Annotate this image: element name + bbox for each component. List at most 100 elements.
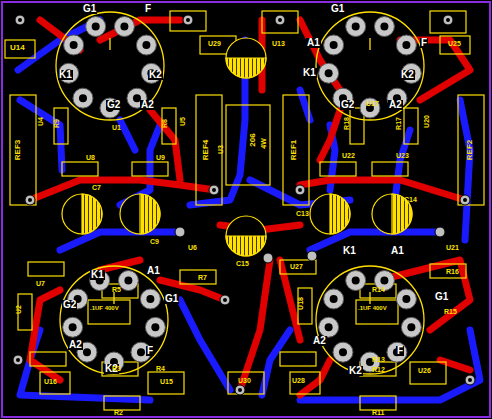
pin-name: G2 (340, 100, 355, 110)
socket-part (330, 41, 338, 49)
pin-name: K1 (90, 270, 105, 280)
pin-name: G1 (164, 294, 179, 304)
part-name: .1UF 400V (90, 305, 119, 311)
socket-part (56, 12, 164, 120)
socket-part (136, 35, 156, 55)
socket-part (380, 277, 388, 285)
socket-part (120, 23, 128, 31)
part-name: C15 (236, 260, 249, 267)
part-name: R18 (343, 117, 350, 130)
socket-part (114, 17, 134, 37)
socket-part (333, 342, 353, 362)
pin-name: F (396, 346, 404, 356)
part-name: R5 (112, 286, 121, 293)
pin-name: A2 (388, 100, 403, 110)
part-name: 4W (260, 138, 267, 149)
socket-part (316, 266, 424, 374)
socket-part (64, 35, 84, 55)
pin-name: A2 (68, 340, 83, 350)
socket-part (145, 317, 165, 337)
socket-part (319, 63, 339, 83)
part-name: C14 (404, 196, 417, 203)
part-name: C7 (92, 184, 101, 191)
part-name: R17 (395, 117, 402, 130)
part-name: U17 (366, 100, 379, 107)
pin-name: K2 (400, 70, 415, 80)
part-name: U16 (44, 378, 57, 385)
socket-part (86, 17, 106, 37)
socket-part (324, 35, 344, 55)
part-name: U13 (272, 40, 285, 47)
part-name: R16 (446, 268, 459, 275)
socket-part (325, 69, 333, 77)
socket-part (142, 41, 150, 49)
socket-part (330, 295, 338, 303)
pin-name: A1 (146, 266, 161, 276)
socket-part (137, 348, 145, 356)
part-name: R12 (372, 366, 385, 373)
part-name: C13 (296, 210, 309, 217)
socket-part (63, 317, 83, 337)
socket-part (83, 348, 91, 356)
socket-part (339, 348, 347, 356)
part-name: REF3 (14, 140, 22, 160)
socket-part (109, 38, 110, 50)
socket-part (90, 271, 110, 291)
part-name: U20 (423, 115, 430, 128)
pin-name: A1 (306, 38, 321, 48)
part-name: U8 (86, 154, 95, 161)
socket-part (387, 342, 407, 362)
part-name: R3 (112, 365, 121, 372)
part-name: C9 (150, 238, 159, 245)
part-name: U5 (179, 117, 186, 126)
socket-part (325, 323, 333, 331)
part-name: U23 (396, 152, 409, 159)
part-name: R8 (161, 119, 168, 128)
socket-part (60, 266, 168, 374)
pin-name: K1 (302, 68, 317, 78)
part-name: U30 (238, 377, 251, 384)
socket-part (151, 323, 159, 331)
pin-name: G2 (106, 100, 121, 110)
socket-part (79, 94, 87, 102)
socket-part (319, 317, 339, 337)
socket-part (124, 277, 132, 285)
socket-part (360, 98, 380, 118)
pin-name: G1 (434, 292, 449, 302)
socket-part (316, 12, 424, 120)
socket-part (374, 17, 394, 37)
part-name: 206 (249, 133, 257, 146)
socket-part (69, 323, 77, 331)
pin-name: K1 (58, 70, 73, 80)
part-name: .1UF 400V (358, 305, 387, 311)
socket-part (346, 17, 366, 37)
part-name: U25 (448, 40, 461, 47)
part-name: U14 (10, 44, 25, 52)
part-name: U2 (15, 305, 22, 314)
socket-part (59, 63, 79, 83)
part-name: U28 (292, 377, 305, 384)
part-name: R2 (114, 409, 123, 416)
socket-part (113, 292, 114, 304)
part-name: U22 (342, 152, 355, 159)
part-name: U9 (156, 154, 165, 161)
part-name: R7 (198, 274, 207, 281)
part-name: REF2 (466, 140, 474, 160)
socket-part (70, 41, 78, 49)
pin-name: A2 (312, 336, 327, 346)
part-name: U21 (446, 244, 459, 251)
part-name: U15 (160, 378, 173, 385)
socket-part (73, 88, 93, 108)
pin-name: A2 (140, 100, 155, 110)
part-name: U3 (217, 145, 224, 154)
socket-part (146, 295, 154, 303)
part-name: U26 (418, 367, 431, 374)
part-name: R11 (372, 409, 384, 416)
socket-part (92, 23, 100, 31)
pin-name: F (146, 346, 154, 356)
part-name: REF4 (202, 140, 210, 160)
part-name: R9 (53, 119, 60, 128)
pin-name: K2 (348, 366, 363, 376)
socket-part (396, 35, 416, 55)
